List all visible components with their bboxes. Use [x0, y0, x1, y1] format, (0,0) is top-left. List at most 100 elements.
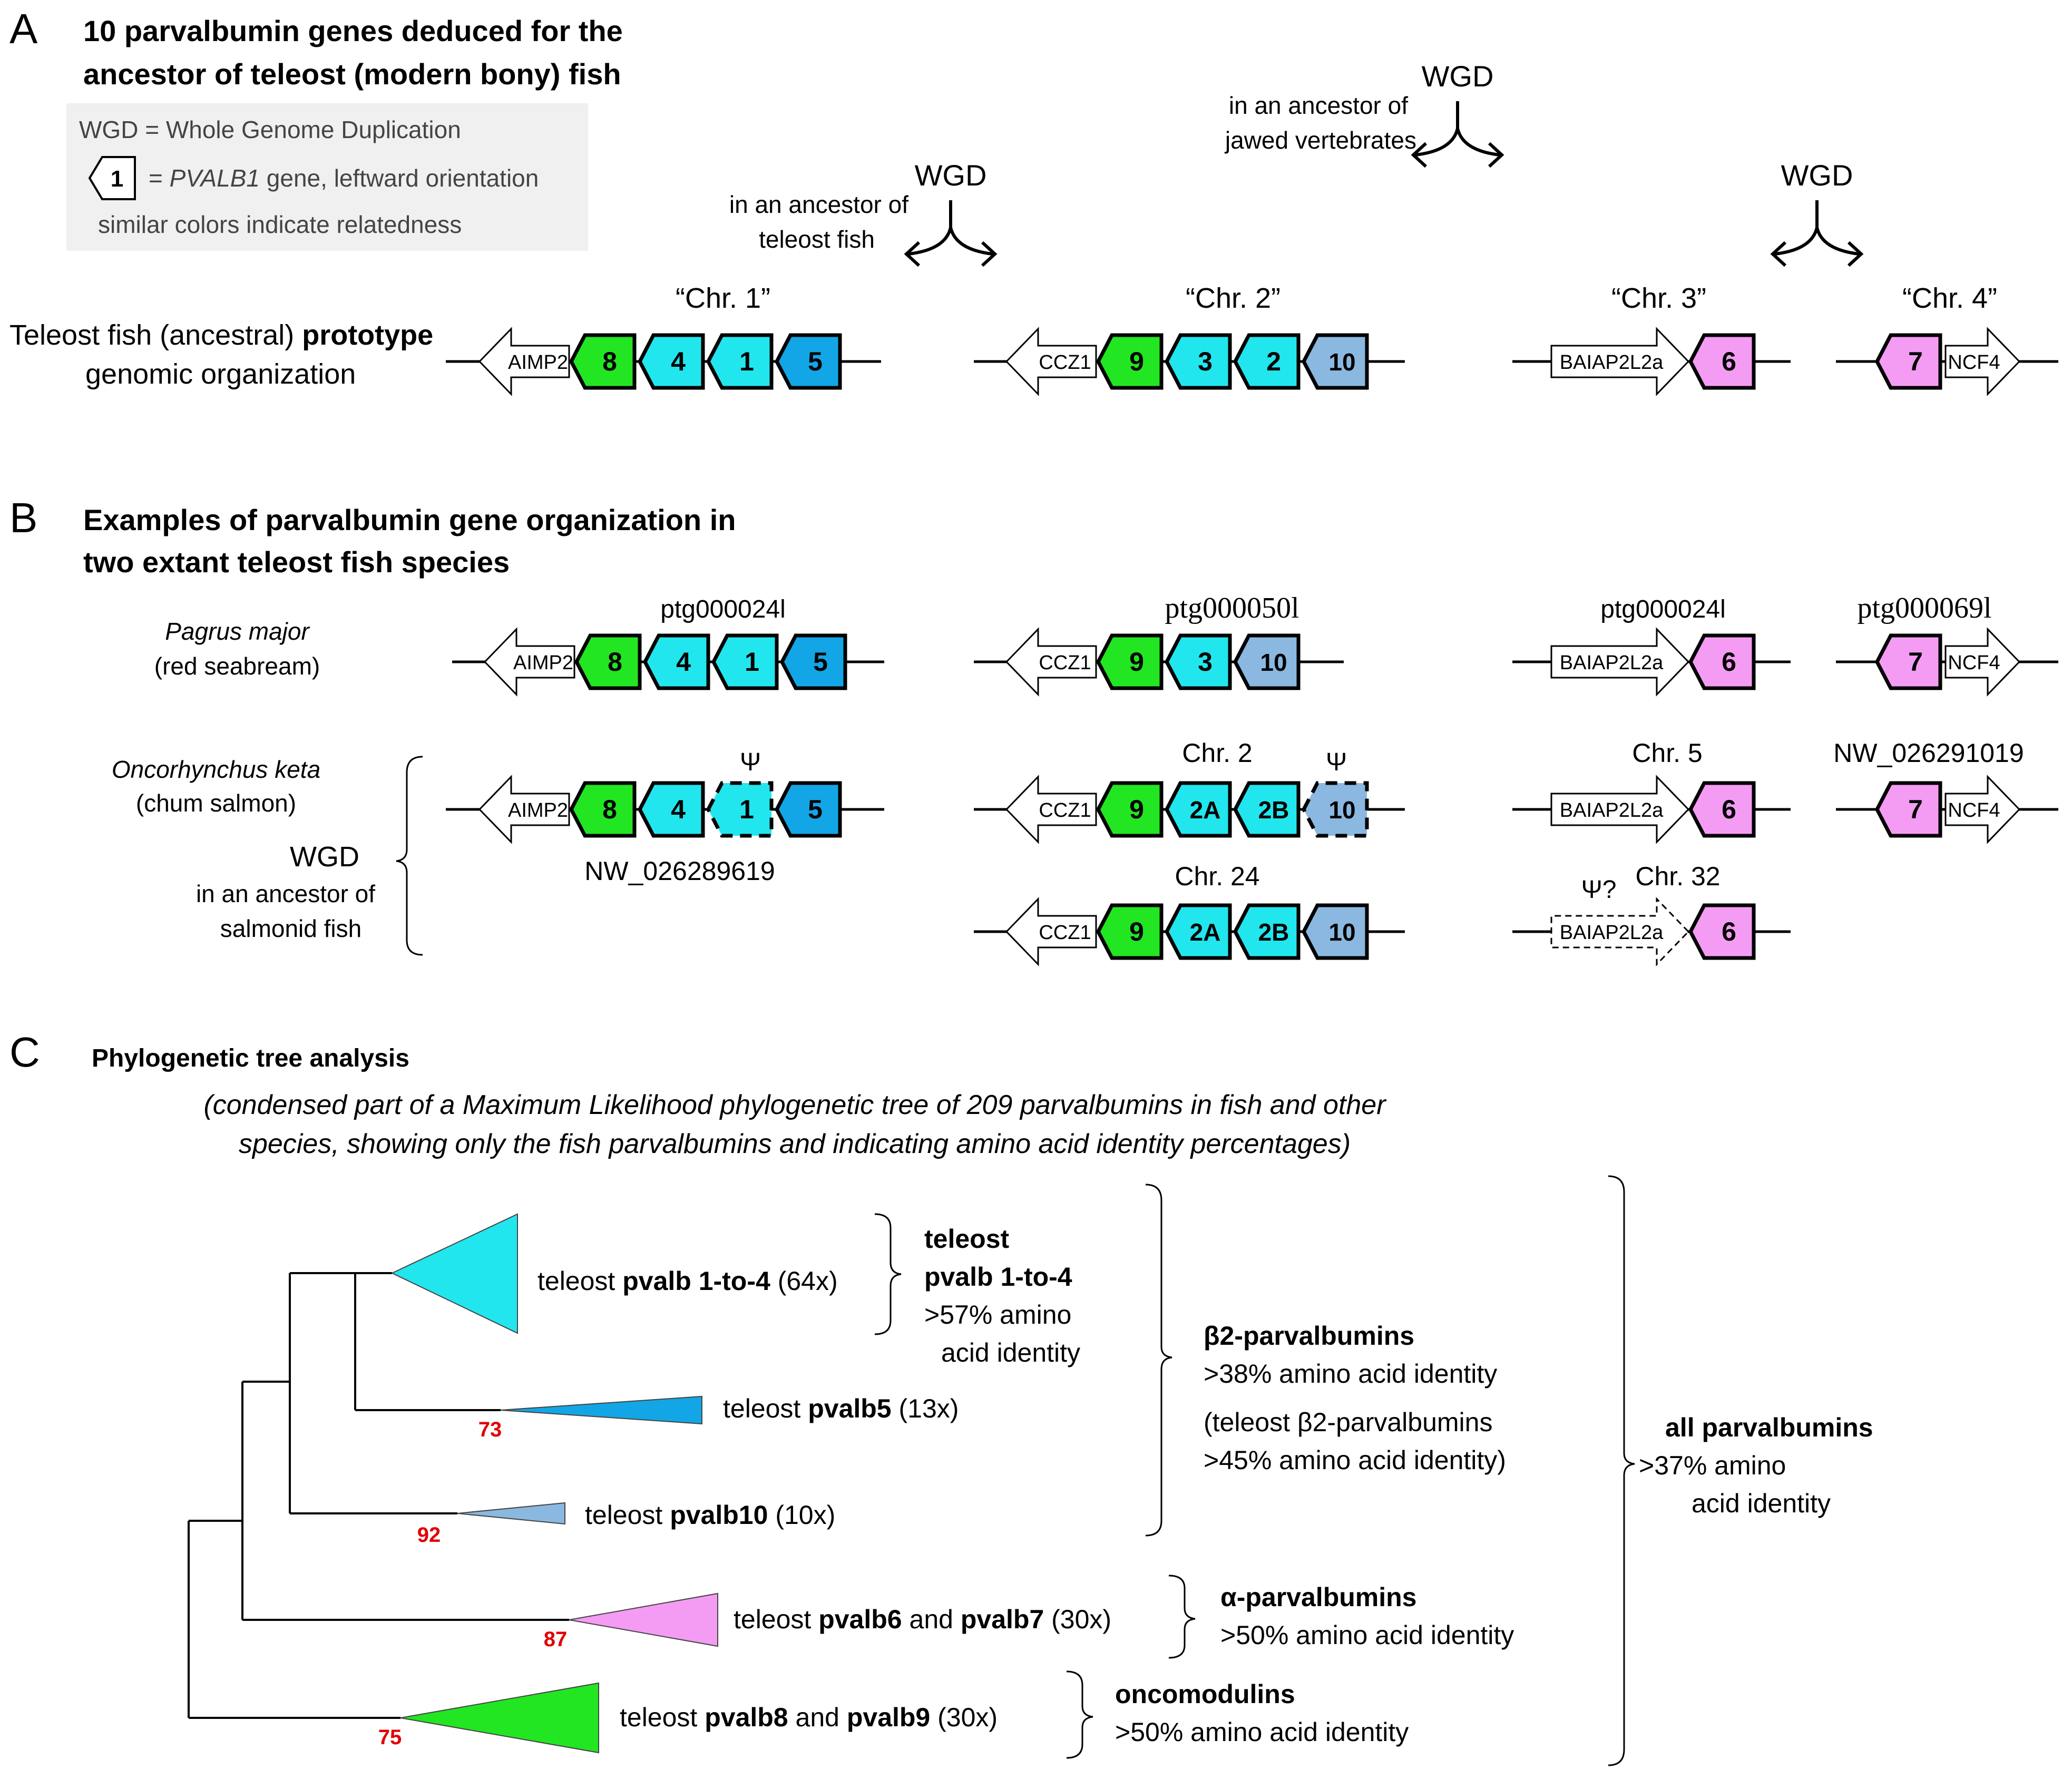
chr2-label: “Chr. 2” — [1186, 282, 1281, 314]
gene-pvalb5: 5 — [780, 633, 847, 690]
gene-label: 2B — [1258, 796, 1289, 824]
clade-pvalb5-label: teleost pvalb5 (13x) — [723, 1394, 959, 1423]
gene-label: 5 — [808, 347, 823, 376]
gene-label: AIMP2 — [508, 799, 568, 822]
gene-shape — [638, 781, 705, 838]
gene-label: 4 — [671, 795, 686, 824]
wgd-note-line1: in an ancestor of — [729, 191, 908, 218]
gene-label: 9 — [1129, 647, 1144, 677]
bootstrap-92: 92 — [417, 1523, 441, 1547]
gene-shape — [1233, 633, 1301, 690]
gene-ncf4: NCF4 — [1944, 327, 2021, 396]
gene-shape — [1302, 903, 1369, 960]
legend-colors-text: similar colors indicate relatedness — [98, 211, 462, 238]
panel-c-title: Phylogenetic tree analysis — [92, 1044, 409, 1072]
bootstrap-75: 75 — [378, 1726, 402, 1749]
gene-shape — [1875, 333, 1942, 390]
gene-arrow — [1550, 775, 1690, 844]
gene-label: 4 — [671, 347, 686, 376]
salmonid-bracket — [396, 756, 423, 956]
gene-shape — [1688, 903, 1756, 960]
salmonid-wgd-note-line2: salmonid fish — [220, 915, 361, 942]
clade-pvalb89-triangle — [400, 1682, 599, 1754]
wgd-note-line2: teleost fish — [759, 226, 875, 253]
chr32-label: Chr. 32 — [1635, 862, 1720, 891]
phylogenetic-tree — [188, 1272, 569, 1719]
gene-arrow — [1550, 627, 1690, 697]
gene-shape — [1688, 633, 1756, 690]
oncomodulin-identity: >50% amino acid identity — [1115, 1717, 1409, 1747]
gene-label: 1 — [111, 166, 123, 192]
gene-label: 1 — [745, 647, 759, 677]
all-parvalbumins-title: all parvalbumins — [1665, 1413, 1873, 1442]
gene-shape — [1096, 903, 1164, 960]
alpha-identity: >50% amino acid identity — [1220, 1620, 1514, 1650]
panel-c: C Phylogenetic tree analysis (condensed … — [9, 1029, 1873, 1766]
gene-shape — [1688, 333, 1756, 390]
oncorhynchus-name: Oncorhynchus keta — [112, 756, 320, 783]
panel-a-letter: A — [9, 5, 38, 52]
gene-shape — [1302, 333, 1369, 390]
gene-pvalb1: 1 — [706, 333, 774, 390]
gene-label: 8 — [602, 795, 617, 824]
wgd-label: WGD — [1422, 60, 1494, 93]
gene-label: 3 — [1198, 647, 1213, 677]
gene-shape — [780, 633, 847, 690]
gene-pvalb6: 6 — [1688, 903, 1756, 960]
gene-pvalb10: 10 — [1302, 903, 1369, 960]
gene-shape — [569, 781, 637, 838]
gene-pvalb8: 8 — [574, 633, 642, 690]
brackets — [874, 1175, 1635, 1766]
gene-shape — [706, 333, 774, 390]
chr4-label: “Chr. 4” — [1902, 282, 1997, 314]
chr2-keta-label: Chr. 2 — [1182, 738, 1252, 768]
gene-label: 4 — [676, 647, 691, 677]
gene-shape — [1233, 333, 1301, 390]
gene-shape — [1302, 781, 1369, 838]
tree-branch-root — [188, 1520, 400, 1719]
panel-c-subtitle-line2: species, showing only the fish parvalbum… — [239, 1129, 1351, 1159]
arrow-head-left — [1411, 142, 1428, 168]
legend-wgd-text: WGD = Whole Genome Duplication — [79, 116, 461, 143]
gene-label: AIMP2 — [508, 351, 568, 374]
gene-pvalb2B: 2B — [1233, 781, 1301, 838]
bracket-all — [1608, 1175, 1635, 1766]
clade-pvalb67-triangle — [569, 1592, 718, 1647]
gene-ncf4: NCF4 — [1944, 775, 2021, 844]
gene-label: 2A — [1190, 918, 1221, 946]
grp-pvalb1to4-identity2: acid identity — [941, 1338, 1080, 1367]
gene-baiap2l2a: BAIAP2L2a — [1550, 897, 1690, 966]
gene-label: 5 — [813, 647, 828, 677]
gene-pvalb10: 10 — [1302, 333, 1369, 390]
clade-pvalb67-label: teleost pvalb6 and pvalb7 (30x) — [734, 1605, 1111, 1634]
gene-pvalb3: 3 — [1165, 633, 1232, 690]
wgd-label: WGD — [915, 159, 987, 192]
wgd-note-line2: jawed vertebrates — [1224, 126, 1416, 154]
gene-pvalb6: 6 — [1688, 333, 1756, 390]
panel-a-title-line1: 10 parvalbumin genes deduced for the — [83, 14, 623, 47]
bootstrap-87: 87 — [544, 1628, 568, 1651]
gene-arrow — [1944, 627, 2021, 697]
bracket-pvalb1to4 — [874, 1213, 902, 1335]
gene-label: 2A — [1190, 796, 1221, 824]
gene-shape — [1165, 781, 1232, 838]
beta2-teleost-note2: >45% amino acid identity) — [1204, 1445, 1506, 1475]
gene-arrow — [1944, 775, 2021, 844]
gene-shape — [775, 333, 842, 390]
gene-pvalb5: 5 — [775, 333, 842, 390]
panel-b: B Examples of parvalbumin gene organizat… — [9, 494, 2058, 966]
gene-shape — [643, 633, 710, 690]
wgd-marker-chr34: WGD — [1770, 159, 1864, 267]
gene-label: 6 — [1722, 917, 1736, 946]
gene-ccz1: CCZ1 — [1005, 775, 1097, 844]
gene-shape — [88, 156, 136, 200]
all-parvalbumins-identity1: >37% amino — [1639, 1451, 1786, 1480]
